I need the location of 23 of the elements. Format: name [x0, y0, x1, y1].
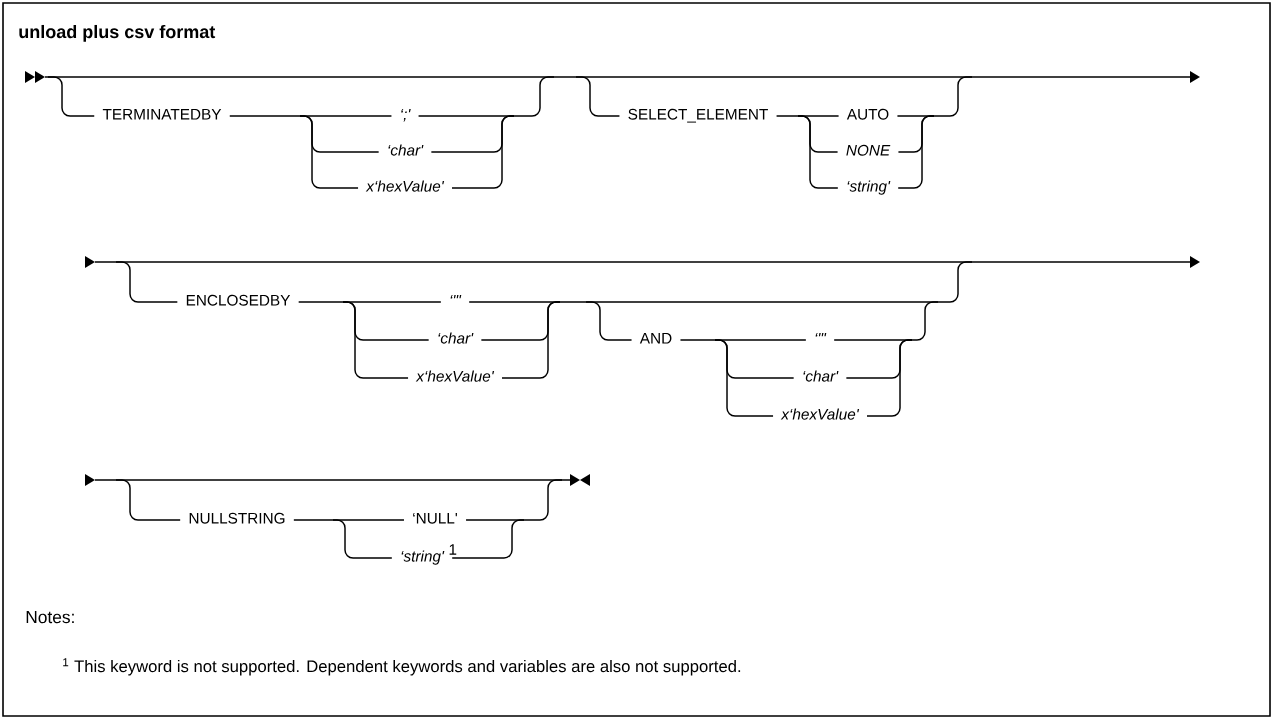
- syntax-variable: ‘string': [401, 550, 445, 565]
- syntax-keyword: ENCLOSEDBY: [186, 294, 291, 306]
- notes-heading: Notes:: [26, 611, 74, 624]
- syntax-variable: ‘char': [438, 332, 474, 344]
- syntax-keyword: ‘NULL': [413, 513, 457, 524]
- syntax-keyword: AND: [639, 333, 672, 344]
- syntax-variable: x‘hexValue': [780, 408, 860, 420]
- syntax-variable: x‘hexValue': [365, 180, 445, 192]
- syntax-variable: x‘hexValue': [415, 370, 495, 382]
- syntax-variable: ‘"': [815, 333, 827, 337]
- syntax-variable: ‘char': [388, 144, 424, 156]
- syntax-keyword: NULLSTRING: [189, 512, 285, 524]
- syntax-keyword: AUTO: [846, 108, 889, 120]
- syntax-variable: ‘string': [847, 180, 891, 195]
- syntax-variable: NONE: [846, 144, 891, 156]
- syntax-variable: ‘char': [803, 370, 839, 382]
- syntax-variable: ‘"': [450, 295, 462, 299]
- footnote-text: $^{1}$ This keyword is not supported. Dependent keywords and variables are also not supported.: [63, 658, 741, 676]
- syntax-keyword: SELECT_ELEMENT: [628, 108, 768, 123]
- diagram-title: unload plus csv format: [19, 24, 216, 42]
- footnote-marker: 1: [449, 544, 457, 555]
- syntax-keyword: TERMINATEDBY: [102, 109, 222, 120]
- syntax-variable: ‘;': [401, 109, 411, 122]
